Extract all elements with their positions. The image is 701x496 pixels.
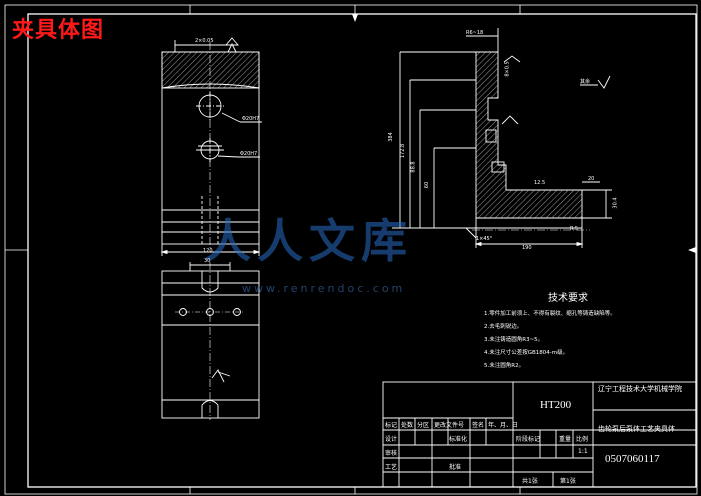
sheet-title: 夹具体图	[12, 18, 105, 43]
requirement-line: 4.未注尺寸公差按GB1804-m级。	[484, 350, 569, 356]
dim-hole-lower: Φ20H7	[240, 151, 258, 157]
scale-value: 1:1	[578, 448, 588, 455]
dim-side-top: R6~18	[466, 30, 484, 36]
dim-side-h1: 172.8	[400, 143, 407, 159]
sheet-total: 共1张	[522, 478, 538, 485]
tb-row1-cell: 分区	[417, 422, 430, 429]
scale-label: 比例	[576, 436, 589, 443]
watermark-text: 人人文库	[205, 214, 413, 268]
orientation-mark-right	[688, 247, 696, 253]
tb-row4-cell: 批准	[449, 464, 462, 471]
dim-side-h2: 88.8	[410, 161, 417, 173]
dim-side-base2: 20	[588, 176, 595, 182]
sheet-number: 第1张	[560, 478, 576, 485]
dim-side-boss: 12.5	[534, 180, 546, 186]
orientation-mark-top	[352, 14, 358, 22]
dim-front-top-tol: 2×0.05	[195, 38, 214, 44]
requirement-line: 1.零件加工前须上、不得有裂纹、缩孔等铸造缺陷等。	[484, 311, 616, 317]
dim-front-width: 120	[203, 248, 213, 254]
dim-side-top2: 8×0.5	[504, 61, 511, 77]
tb-row1-cell: 处数	[401, 422, 414, 429]
dim-side-r: R.5	[570, 226, 579, 232]
tb-row1-cell: 更改文件号	[434, 422, 465, 429]
side-view	[392, 28, 612, 248]
stage-label: 阶段标记	[516, 436, 541, 443]
tb-row1-cell: 标记	[385, 422, 398, 429]
top-view	[161, 262, 260, 420]
weight-label: 重量	[559, 436, 572, 443]
dim-side-h3: 60	[424, 181, 431, 189]
outer-frame	[4, 4, 698, 495]
part-name: 齿轮泵后泵体工艺夹具体	[598, 425, 675, 433]
drawing-code: 0507060117	[605, 453, 660, 465]
roughness-other: 其余	[580, 79, 591, 85]
tb-row4-cell: 工艺	[385, 464, 398, 471]
title-block	[382, 381, 697, 488]
requirement-line: 5.未注圆角R2。	[484, 363, 525, 369]
requirements-title: 技术要求	[548, 293, 588, 304]
tb-row1-cell: 年、月、日	[488, 422, 519, 429]
dim-hole-upper: Φ20H7	[242, 116, 260, 122]
material: HT200	[540, 399, 572, 411]
dim-side-base: 30.4	[612, 197, 619, 209]
dim-top-view: 30	[204, 258, 211, 264]
front-view	[160, 37, 262, 256]
organization: 辽宁工程技术大学机械学院	[598, 385, 682, 393]
tb-row1-cell: 签名	[472, 422, 485, 429]
dim-side-width: 190	[522, 245, 532, 251]
watermark-url: www.renrendoc.com	[242, 282, 406, 295]
zone-ticks	[5, 5, 697, 494]
tb-row3-cell: 审核	[385, 450, 398, 457]
tb-row2-cell: 标准化	[449, 436, 468, 443]
dim-side-height: 384	[387, 132, 394, 142]
requirement-line: 2.去毛刺锐边。	[484, 324, 523, 330]
tb-row2-cell: 设计	[385, 436, 398, 443]
requirement-line: 3.未注铸造圆角R3~5。	[484, 337, 544, 343]
dim-side-chamfer: 1×45°	[476, 236, 493, 242]
